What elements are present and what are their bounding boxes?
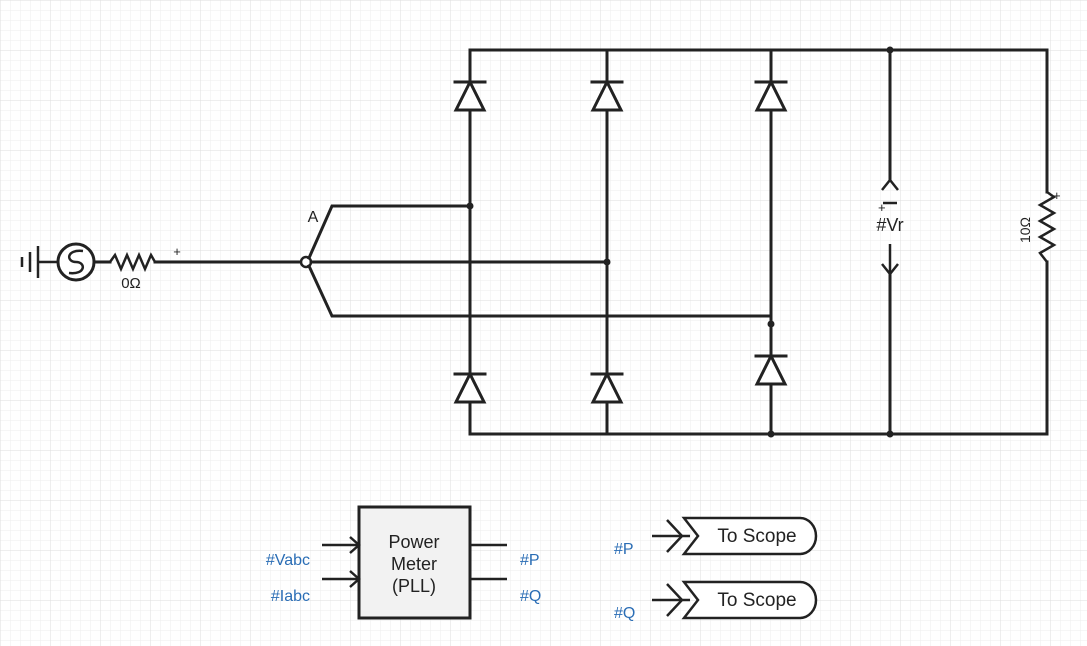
diode-3-lower[interactable] (754, 352, 788, 386)
three-phase-splitter[interactable] (299, 204, 773, 318)
diode-1-lower[interactable] (453, 370, 487, 404)
load-polarity: + (1053, 188, 1061, 203)
power-meter-title-1: Power (388, 532, 439, 552)
scope-q-label: To Scope (717, 590, 796, 611)
diode-3-upper[interactable] (754, 78, 788, 112)
load-resistor-value: 10Ω (1017, 217, 1033, 243)
junction-dots (466, 46, 894, 438)
p-output-tag: #P (520, 552, 540, 569)
source-resistor-value: 0Ω (121, 275, 141, 292)
power-meter-title-3: (PLL) (392, 576, 436, 596)
to-scope-p-block[interactable] (652, 516, 818, 556)
scope-q-signal-tag: #Q (614, 605, 635, 622)
current-input-tag: #Iabc (271, 588, 310, 605)
ground-symbol[interactable] (20, 246, 58, 278)
current-input-port[interactable] (322, 570, 361, 588)
phase-a-label: A (308, 209, 319, 226)
scope-p-label: To Scope (717, 526, 796, 547)
ac-voltage-source[interactable] (56, 242, 96, 282)
source-resistor[interactable] (108, 251, 157, 273)
diode-2-upper[interactable] (590, 78, 624, 112)
power-meter-block[interactable] (357, 505, 472, 620)
probe-label: #Vr (876, 215, 903, 235)
scope-p-signal-tag: #P (614, 541, 634, 558)
voltage-probe[interactable] (881, 177, 899, 277)
load-resistor[interactable] (1037, 190, 1057, 263)
power-meter-title-2: Meter (391, 554, 437, 574)
voltage-input-tag: #Vabc (266, 552, 310, 569)
probe-polarity: + (878, 200, 886, 215)
source-resistor-polarity: + (173, 244, 181, 259)
to-scope-q-block[interactable] (652, 580, 818, 620)
diode-1-upper[interactable] (453, 78, 487, 112)
diode-2-lower[interactable] (590, 370, 624, 404)
q-output-tag: #Q (520, 588, 541, 605)
voltage-input-port[interactable] (322, 536, 361, 554)
